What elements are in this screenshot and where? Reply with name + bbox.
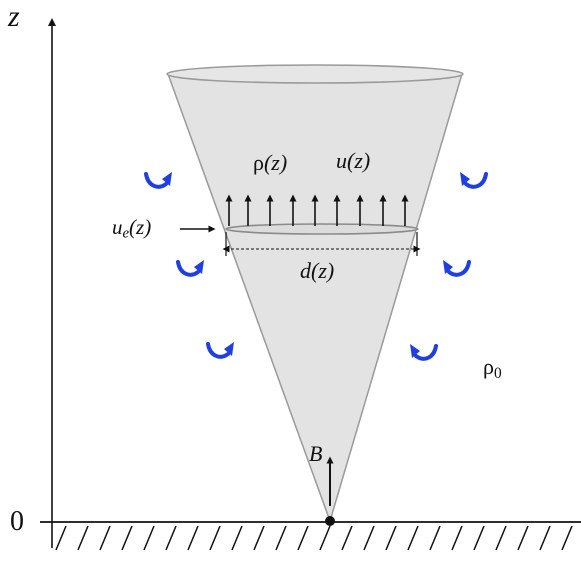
- hatch-mark: [429, 525, 441, 551]
- hatch-mark: [253, 525, 265, 551]
- eddy-icon: [176, 258, 206, 277]
- hatch-mark: [495, 525, 507, 551]
- diameter-arg: (z): [311, 258, 335, 283]
- hatch-mark: [385, 525, 397, 551]
- eddy-icon: [441, 258, 471, 277]
- velocity-arrows: [225, 194, 409, 226]
- diameter-symbol: d: [300, 258, 311, 283]
- hatch-mark: [231, 525, 243, 551]
- hatch-mark: [143, 525, 155, 551]
- entrainment-arg: (z): [129, 215, 152, 239]
- hatch-mark: [55, 525, 67, 551]
- hatch-mark: [517, 525, 529, 551]
- hatch-mark: [539, 525, 551, 551]
- density-symbol: ρ: [253, 150, 264, 175]
- origin-label: 0: [10, 506, 24, 537]
- buoyancy-label: B: [309, 441, 323, 466]
- hatch-mark: [561, 525, 573, 551]
- z-axis-label: z: [8, 0, 20, 33]
- hatch-mark: [407, 525, 419, 551]
- source-point: [325, 516, 335, 526]
- plume-top-rim: [166, 64, 464, 84]
- velocity-symbol: u: [336, 148, 347, 173]
- eddy-icon: [144, 170, 174, 189]
- hatch-mark: [363, 525, 375, 551]
- eddy-icon: [408, 342, 438, 361]
- hatch-mark: [451, 525, 463, 551]
- density-label: ρ(z): [253, 152, 287, 175]
- hatch-mark: [99, 525, 111, 551]
- velocity-label: u(z): [336, 150, 370, 173]
- eddy-icon: [458, 170, 488, 189]
- entrainment-symbol: u: [112, 215, 123, 239]
- hatch-mark: [319, 525, 331, 551]
- hatch-mark: [209, 525, 221, 551]
- entrainment-label: ue(z): [112, 215, 152, 242]
- density-arg: (z): [263, 150, 288, 175]
- hatch-mark: [341, 525, 353, 551]
- entrainment-sub: e: [122, 225, 130, 242]
- cross-section-disc: [225, 223, 419, 235]
- ground-hatching: [55, 525, 573, 551]
- velocity-arg: (z): [347, 148, 371, 173]
- hatch-mark: [121, 525, 133, 551]
- hatch-mark: [473, 525, 485, 551]
- hatch-mark: [275, 525, 287, 551]
- hatch-mark: [77, 525, 89, 551]
- ambient-sub: 0: [493, 364, 502, 382]
- hatch-mark: [297, 525, 309, 551]
- diameter-label: d(z): [300, 260, 334, 283]
- ambient-symbol: ρ: [483, 354, 494, 379]
- hatch-mark: [187, 525, 199, 551]
- eddy-icon: [206, 340, 236, 359]
- hatch-mark: [165, 525, 177, 551]
- ambient-density-label: ρ0: [483, 354, 502, 382]
